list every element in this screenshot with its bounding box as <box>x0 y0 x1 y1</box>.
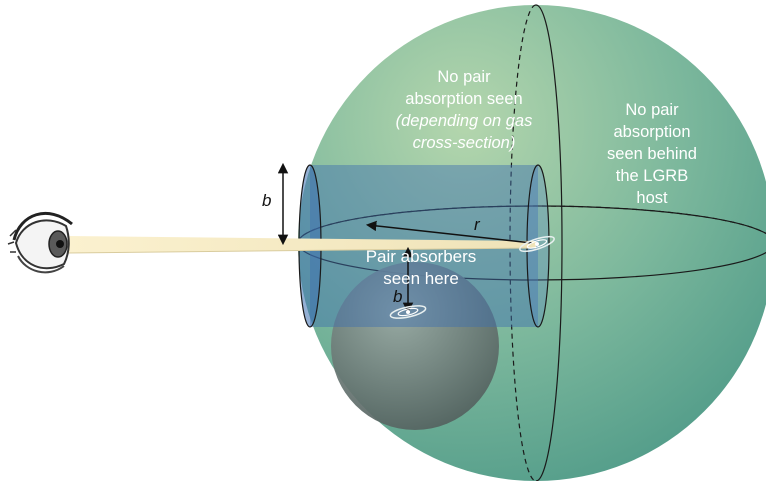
label-behind-line4: the LGRB <box>616 167 688 185</box>
radius-arrow <box>365 220 533 244</box>
label-b-inner: b <box>393 287 402 306</box>
label-pair-absorbers-line2: seen here <box>383 269 459 288</box>
label-behind-line1: No pair <box>625 101 679 119</box>
beam-edge <box>67 247 537 254</box>
label-no-pair-seen-line2: absorption seen <box>405 90 522 108</box>
label-b-outer: b <box>262 191 271 210</box>
eye-icon <box>7 212 73 274</box>
absorber-galaxy-icon-lower <box>389 305 427 319</box>
label-behind-line5: host <box>636 189 668 207</box>
label-depending-line2: cross-section) <box>413 134 516 152</box>
label-depending-line1: (depending on gas <box>396 112 533 130</box>
label-no-pair-seen-line1: No pair <box>437 68 491 86</box>
absorber-galaxy-icon <box>519 235 555 253</box>
host-galaxy-ball <box>331 262 499 430</box>
meridian-back-dashed <box>509 4 537 481</box>
label-behind-line3: seen behind <box>607 145 697 163</box>
equator-back-dashed <box>297 205 766 244</box>
label-pair-absorbers-line1: Pair absorbers <box>366 247 477 266</box>
label-behind-line2: absorption <box>613 123 690 141</box>
meridian-front <box>535 4 563 481</box>
label-r: r <box>474 215 481 234</box>
